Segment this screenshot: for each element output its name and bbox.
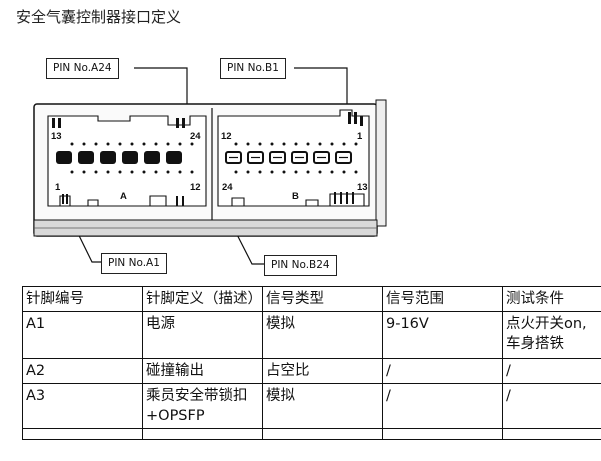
b-pin-1-label: 1 <box>357 131 363 142</box>
cell-pin-definition: 碰撞输出 <box>142 358 263 384</box>
a-pin-1-label: 1 <box>55 182 61 193</box>
table-row: A1 电源 模拟 9-16V 点火开关on,车身搭铁 <box>22 311 601 359</box>
b-pin-24-label: 24 <box>222 182 233 193</box>
header-signal-type: 信号类型 <box>262 286 383 312</box>
cell-test-condition: 点火开关on,车身搭铁 <box>502 311 601 359</box>
a-pin-12-label: 12 <box>190 182 201 193</box>
cell-signal-range: 9-16V <box>382 311 503 359</box>
callout-pin-b1: PIN No.B1 <box>220 58 286 79</box>
cell-signal-range: / <box>382 383 503 429</box>
table-header-row: 针脚编号 针脚定义（描述） 信号类型 信号范围 测试条件 <box>22 286 601 312</box>
cell-signal-range: / <box>382 358 503 384</box>
pin-definition-table: 针脚编号 针脚定义（描述） 信号类型 信号范围 测试条件 A1 电源 模拟 9-… <box>22 286 601 440</box>
header-pin-definition: 针脚定义（描述） <box>142 286 263 312</box>
b-pin-13-label: 13 <box>357 182 368 193</box>
page-title: 安全气囊控制器接口定义 <box>16 8 182 26</box>
header-test-condition: 测试条件 <box>502 286 601 312</box>
connector-a-terminals <box>56 151 182 164</box>
cell-signal-type: 模拟 <box>262 383 383 429</box>
callout-pin-b24: PIN No.B24 <box>264 255 337 276</box>
table-row: A3 乘员安全带锁扣+OPSFP 模拟 / / <box>22 383 601 429</box>
connector-b-label: B <box>292 191 299 202</box>
cell-pin-number: A2 <box>22 358 143 384</box>
cell-pin-definition: 电源 <box>142 311 263 359</box>
cell-pin-definition: 乘员安全带锁扣+OPSFP <box>142 383 263 429</box>
cell-test-condition: / <box>502 358 601 384</box>
cell-test-condition: / <box>502 383 601 429</box>
table-row <box>22 428 601 440</box>
cell-signal-type: 模拟 <box>262 311 383 359</box>
a-pin-24-label: 24 <box>190 131 201 142</box>
callout-pin-a24: PIN No.A24 <box>46 58 119 79</box>
cell-signal-type: 占空比 <box>262 358 383 384</box>
cell-pin-number: A3 <box>22 383 143 429</box>
cell-pin-number: A1 <box>22 311 143 359</box>
connector-diagram: 13 24 1 12 A 12 1 24 13 B <box>33 67 387 265</box>
b-pin-12-label: 12 <box>221 131 232 142</box>
callout-pin-a1: PIN No.A1 <box>101 253 167 274</box>
connector-a-label: A <box>120 191 127 202</box>
a-pin-13-label: 13 <box>51 131 62 142</box>
table-row: A2 碰撞输出 占空比 / / <box>22 358 601 384</box>
header-signal-range: 信号范围 <box>382 286 503 312</box>
header-pin-number: 针脚编号 <box>22 286 143 312</box>
